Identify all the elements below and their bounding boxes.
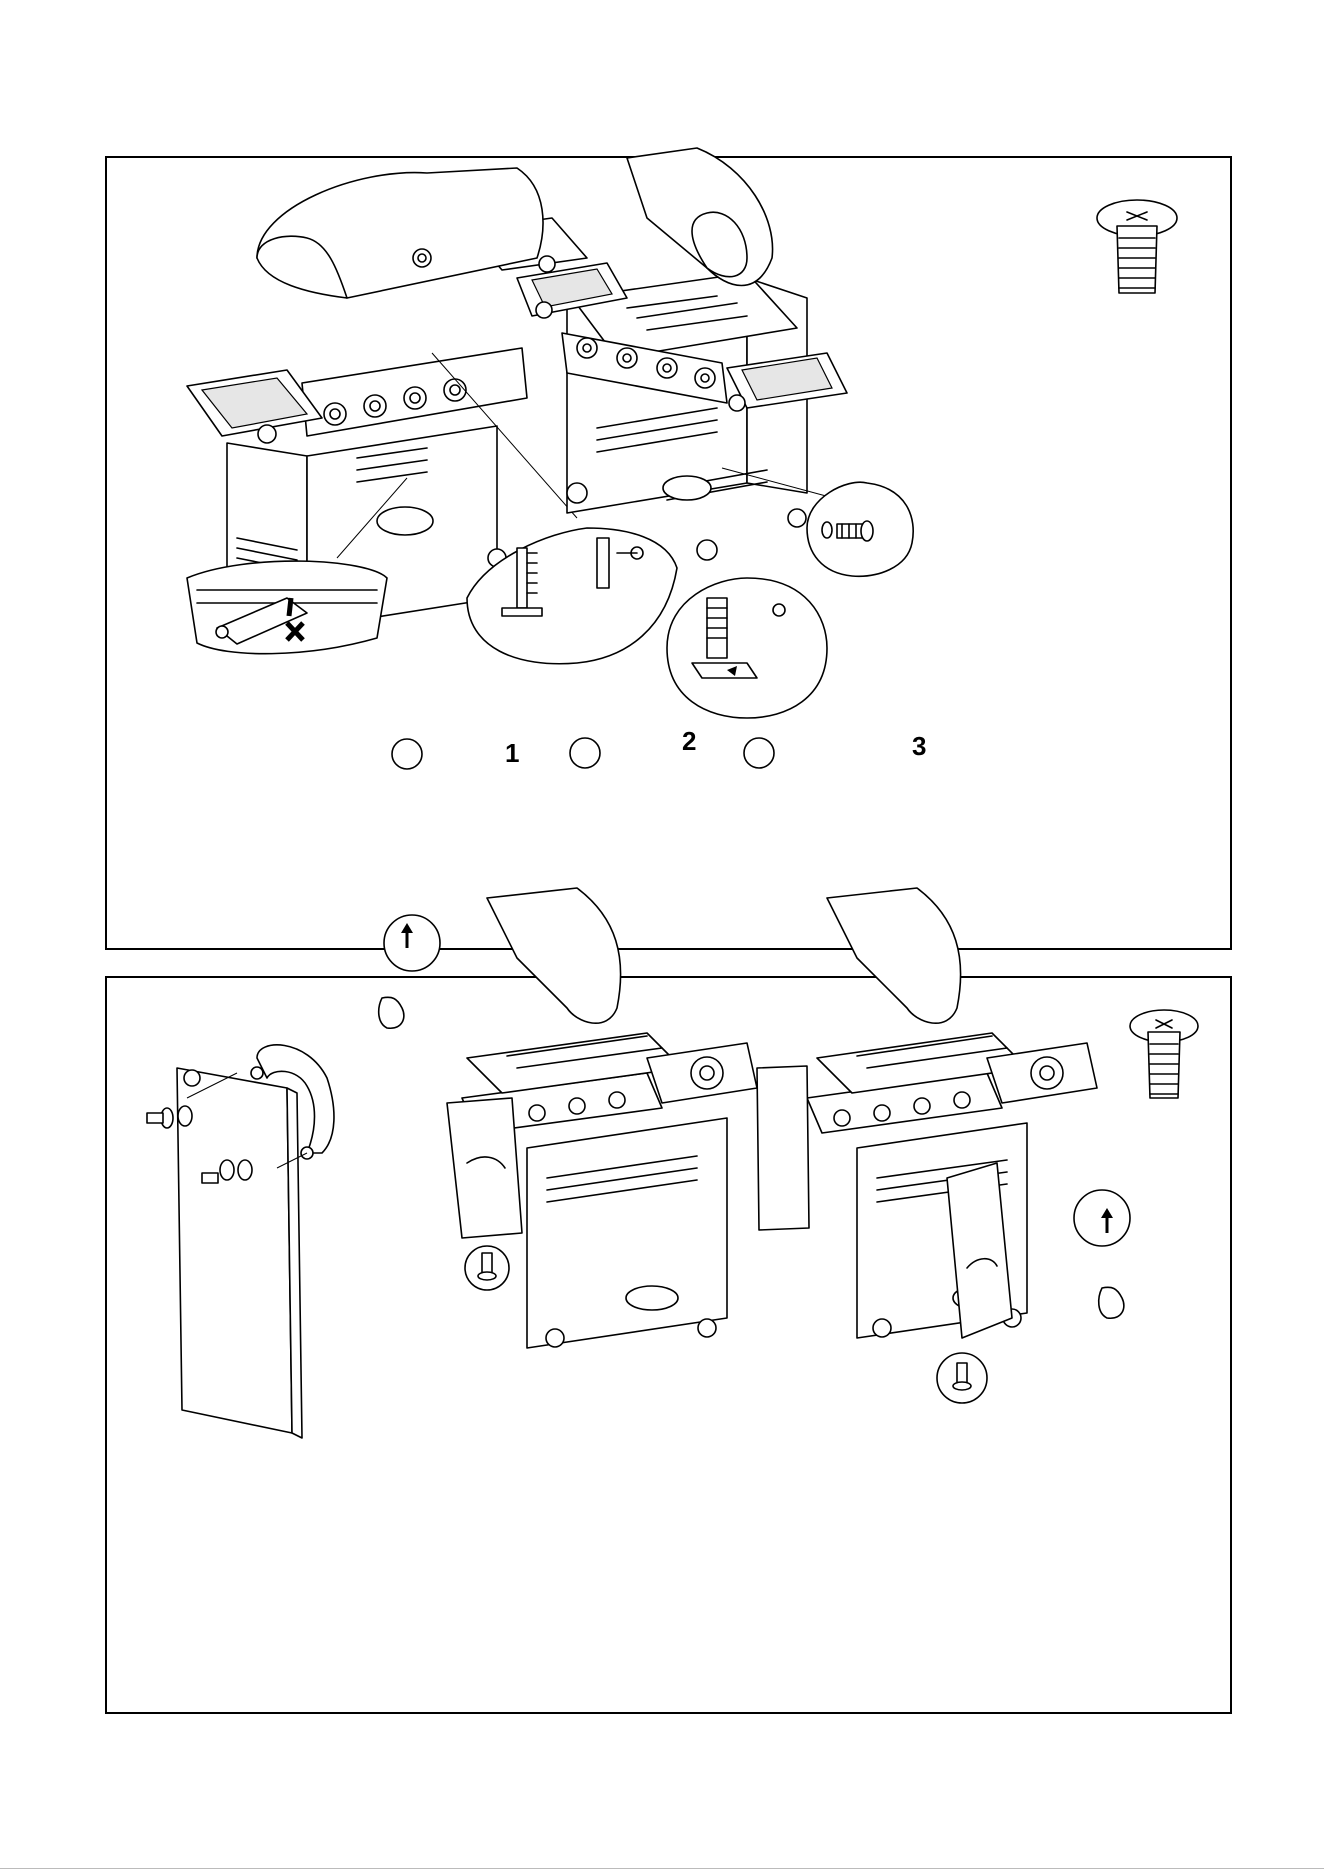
grill-left-door-illustration [379, 888, 757, 1348]
grill-open-illustration [517, 148, 852, 560]
panel-bottom-drawing [107, 978, 1234, 1716]
screw-icon [1097, 200, 1177, 293]
step-number-2: 2 [682, 726, 696, 757]
assembly-panel-bottom [105, 976, 1232, 1714]
door-with-handle-illustration [147, 1045, 334, 1438]
assembly-panel-top: 1 2 3 [105, 156, 1232, 950]
panel-top-drawing [107, 158, 1234, 952]
screw-detail-callout [807, 482, 913, 576]
grill-right-door-illustration [757, 888, 1130, 1403]
step-number-3: 3 [912, 731, 926, 762]
step-number-1: 1 [505, 738, 519, 769]
screw-icon [1130, 1010, 1198, 1098]
page-bottom-rule [0, 1868, 1324, 1869]
detail-callout-2 [467, 528, 677, 768]
